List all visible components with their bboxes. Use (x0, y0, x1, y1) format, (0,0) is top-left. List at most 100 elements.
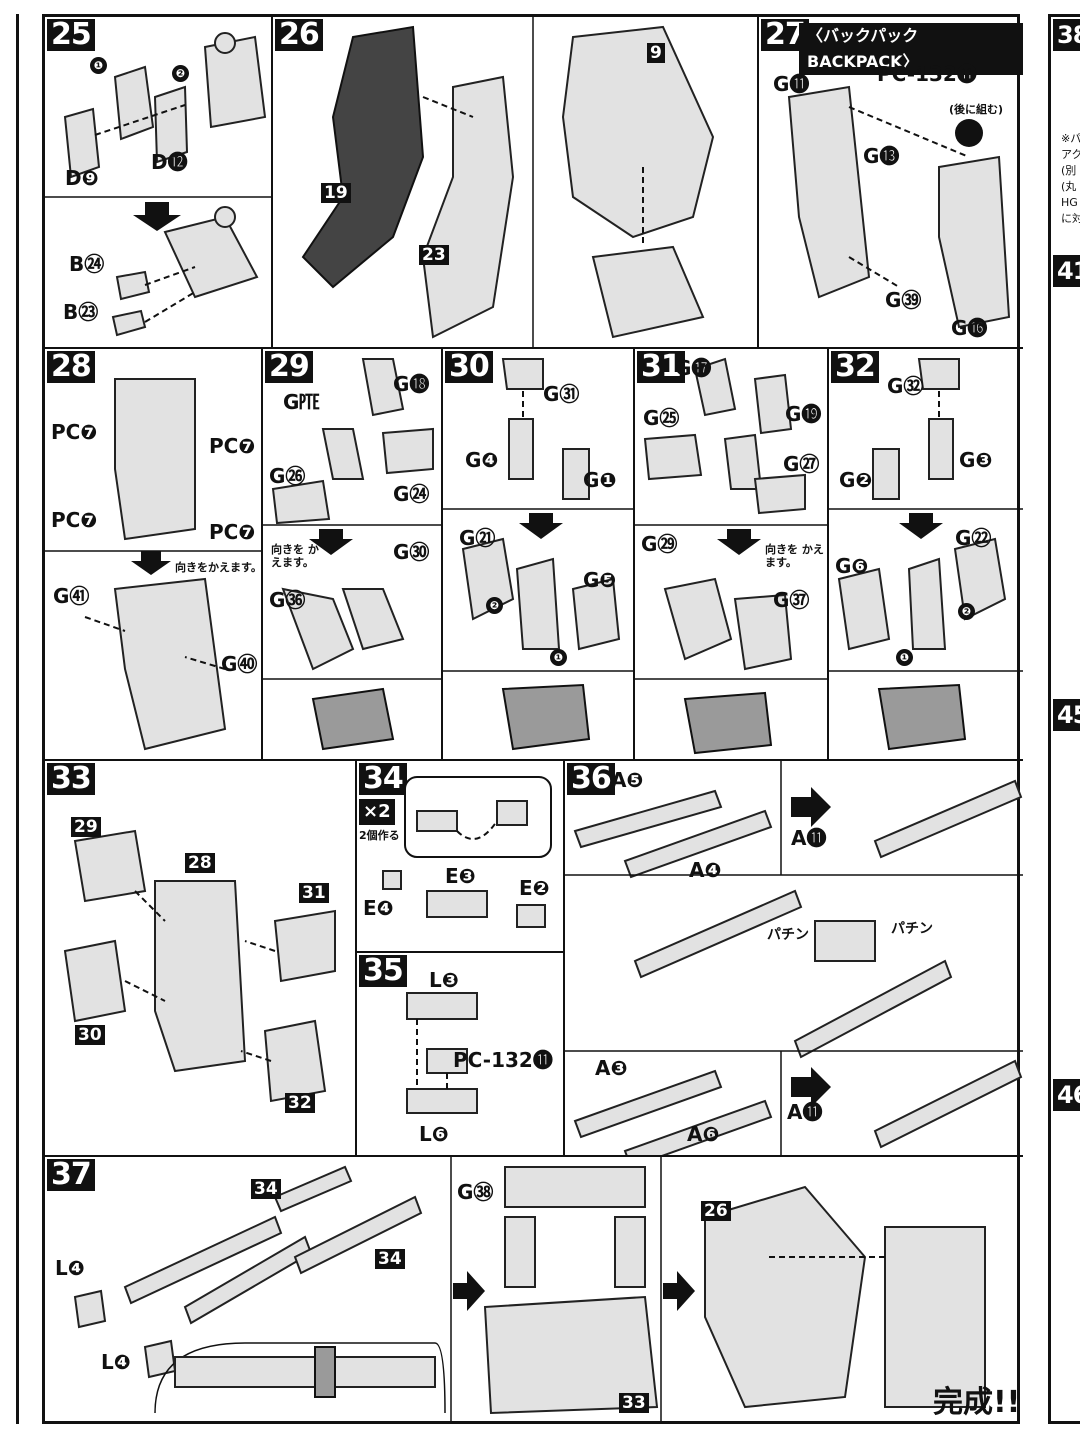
part-label: G㊴ (885, 288, 922, 312)
step-number: 41 (1053, 255, 1080, 287)
part-ref: 28 (185, 853, 215, 873)
assembly-note: 向きをかえます。 (175, 561, 262, 574)
step-34-drawing (382, 776, 552, 928)
part-label: G❻ (835, 554, 869, 578)
side-note-text: ※パン アク (別 (丸 HG に対 (1061, 132, 1080, 225)
step-number: 25 (47, 19, 95, 51)
part-label: ❷ (171, 61, 189, 83)
part-ref: 23 (419, 245, 449, 265)
order-mark: ❶ (895, 645, 913, 667)
step-30: 30 G㉛ G❹ G❶ G㉑ G❺ ❷ ❶ (443, 349, 635, 761)
part-label: G㊲ (773, 588, 810, 612)
order-mark: ❷ (485, 593, 503, 615)
part-ref: 34 (251, 1179, 281, 1199)
step-number: 26 (275, 19, 323, 51)
step-number: 34 (359, 763, 407, 795)
part-label: PC-132⓫ (453, 1048, 553, 1072)
part-label: G❷ (839, 468, 873, 492)
step-number: 32 (831, 351, 879, 383)
part-label: A❺ (611, 768, 644, 792)
step-30-drawing (443, 358, 633, 751)
step-35-drawing (406, 992, 478, 1114)
part-ref: 32 (285, 1093, 315, 1113)
part-label: A❸ (595, 1056, 628, 1080)
part-label: L❹ (55, 1256, 85, 1280)
step-25-drawing (45, 32, 271, 337)
part-label: G㉜ (887, 374, 924, 398)
assembly-note: 向きを かえます。 (765, 543, 824, 569)
step-37: 37 34 34 L❹ L❹ G㊳ 33 2 (45, 1157, 1023, 1421)
step-number: 36 (567, 763, 615, 795)
part-label: ❶ (89, 53, 107, 75)
part-label: G❶ (583, 468, 617, 492)
part-label: G㉚ (393, 540, 430, 564)
sound-effect: パチン (767, 927, 809, 943)
step-number: 35 (359, 955, 407, 987)
section-header: 〈バックパック BACKPACK〉 (799, 23, 1023, 75)
step-27: 27 〈バックパック BACKPACK〉 G⓫ PC-132⓫ (後に組む) G… (759, 17, 1023, 349)
part-label: G㊳ (457, 1180, 494, 1204)
step-32-drawing (829, 358, 1023, 751)
part-ref: 29 (71, 817, 101, 837)
part-ref: 9 (647, 43, 665, 63)
part-ref: 26 (701, 1201, 731, 1221)
part-label: G❺ (583, 568, 617, 592)
step-29-drawing (263, 358, 441, 751)
step-number: 37 (47, 1159, 95, 1191)
part-label: L❻ (419, 1122, 449, 1146)
step-26-drawing (301, 17, 715, 347)
sound-effect: パチン (891, 921, 933, 937)
part-label: G⓱ (675, 356, 712, 380)
part-label: E❹ (363, 896, 394, 920)
step-number: 31 (637, 351, 685, 383)
step-32: 32 G㉜ G❸ G❷ G㉒ G❻ ❷ ❶ (829, 349, 1023, 761)
part-label: A❹ (689, 858, 722, 882)
part-label: G㉙ (641, 532, 678, 556)
complete-label: 完成!! (933, 1385, 1021, 1420)
next-page-column: 38 ※パン アク (別 (丸 HG に対 41 45 46 (1048, 14, 1080, 1424)
part-label: G⓲ (393, 372, 430, 396)
part-label: D❾ (65, 166, 99, 190)
step-number: 28 (47, 351, 95, 383)
step-36-drawing (565, 761, 1023, 1155)
part-label: PC❼ (209, 520, 256, 544)
part-label: G㉐ (283, 390, 320, 414)
multiplier-note: 2個作る (359, 829, 400, 842)
part-label: G❸ (959, 448, 993, 472)
step-number: 45 (1053, 699, 1080, 731)
part-label: G⓭ (863, 144, 900, 168)
part-label: E❷ (519, 876, 550, 900)
step-26: 26 19 23 9 (273, 17, 759, 349)
step-34: 34 ×2 2個作る E❸ E❷ E❹ (357, 761, 565, 953)
multiplier-badge: ×2 (359, 799, 395, 825)
step-36: 36 A❺ A❹ A⓫ パチン パチン A❸ A❻ A⓫ (565, 761, 1023, 1157)
step-number: 38 (1053, 19, 1080, 51)
step-number: 33 (47, 763, 95, 795)
part-label: G㉛ (543, 382, 580, 406)
step-33: 33 29 28 31 30 32 (45, 761, 357, 1157)
part-label: B㉓ (63, 300, 99, 324)
part-ref: 30 (75, 1025, 105, 1045)
part-label: G㉗ (783, 452, 820, 476)
part-label: G㉖ (269, 464, 306, 488)
part-label: L❹ (101, 1350, 131, 1374)
step-27-drawing (787, 85, 1011, 329)
step-25: 25 ❶ ❷ D❾ D⓬ B㉔ B㉓ (45, 17, 273, 349)
part-label: A⓫ (787, 1100, 823, 1124)
part-label: G⓫ (773, 72, 810, 96)
step-number: 29 (265, 351, 313, 383)
step-28: 28 PC❼ PC❼ PC❼ PC❼ 向きをかえます。 G㊶ G㊵ (45, 349, 263, 761)
assembly-note: (後に組む) (949, 103, 1004, 116)
part-label: L❸ (429, 968, 459, 992)
part-label: G⓳ (785, 402, 822, 426)
part-label: PC❼ (51, 420, 98, 444)
part-label: G㊵ (221, 652, 258, 676)
part-ref: 19 (321, 183, 351, 203)
part-label: D⓬ (151, 150, 188, 174)
part-label: G㊱ (269, 588, 306, 612)
part-label: G㉕ (643, 406, 680, 430)
step-number: 30 (445, 351, 493, 383)
part-label: G㊶ (53, 584, 90, 608)
part-label: PC-132⓫ (877, 62, 977, 86)
part-label: G❹ (465, 448, 499, 472)
